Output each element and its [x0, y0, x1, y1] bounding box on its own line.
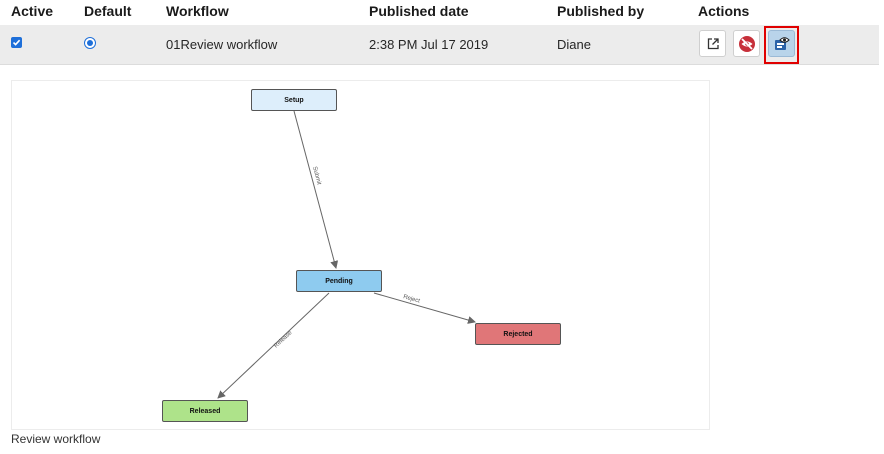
reject-transition-arrow	[373, 292, 476, 324]
active-checkbox[interactable]	[11, 37, 22, 48]
reject-transition-label: Reject	[402, 294, 420, 305]
table-header: Active Default Workflow Published date P…	[0, 0, 884, 24]
open-workflow-button[interactable]	[699, 30, 726, 57]
deactivate-workflow-button[interactable]	[733, 30, 760, 57]
column-header-actions: Actions	[698, 3, 750, 19]
state-rejected[interactable]: Rejected	[475, 323, 561, 345]
radio-selected-dot	[87, 40, 93, 46]
view-diagram-button[interactable]	[768, 30, 795, 57]
column-header-published-date[interactable]: Published date	[369, 3, 469, 19]
state-setup[interactable]: Setup	[251, 89, 337, 111]
workflow-diagram: Submit Reject Release Setup Pending Reje…	[11, 80, 710, 430]
release-transition-label: Release	[273, 330, 294, 350]
column-header-active[interactable]: Active	[11, 3, 54, 19]
submit-transition-arrow	[293, 110, 339, 269]
published-by: Diane	[557, 37, 591, 52]
diagram-caption: Review workflow	[11, 432, 101, 446]
column-header-published-by[interactable]: Published by	[557, 3, 645, 19]
view-diagram-icon	[774, 36, 790, 50]
column-header-default[interactable]: Default	[84, 3, 132, 19]
state-released[interactable]: Released	[162, 400, 248, 422]
transition-arrows: Submit Reject Release	[217, 110, 476, 399]
open-external-icon	[707, 37, 719, 49]
workflow-name: 01Review workflow	[166, 37, 278, 52]
published-date: 2:38 PM Jul 17 2019	[369, 37, 489, 52]
state-pending[interactable]: Pending	[296, 270, 382, 292]
selected-action-highlight	[764, 26, 799, 64]
column-header-workflow[interactable]: Workflow	[166, 3, 229, 19]
default-radio[interactable]	[84, 37, 96, 49]
submit-transition-label: Submit	[311, 166, 322, 186]
table-row[interactable]: 01Review workflow 2:38 PM Jul 17 2019 Di…	[0, 25, 879, 65]
release-transition-arrow	[217, 292, 330, 399]
disable-eye-icon	[738, 35, 755, 52]
checkmark-icon	[12, 39, 21, 46]
